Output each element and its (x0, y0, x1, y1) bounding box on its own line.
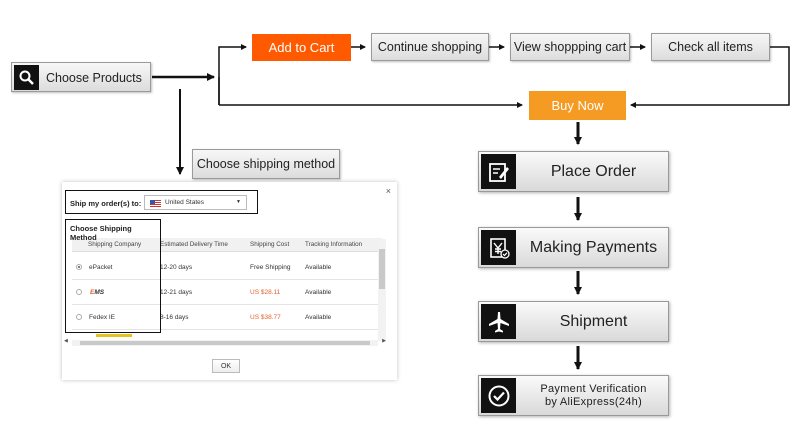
radio-ems[interactable] (76, 289, 82, 295)
arrow-to-buy-now-right (630, 46, 790, 108)
search-icon (14, 65, 39, 90)
table-header: Shipping Company Estimated Delivery Time… (72, 238, 382, 252)
tracking-info: Available (305, 264, 332, 271)
step-shipment-label: Shipment (559, 312, 628, 330)
choose-shipping-box: Choose shipping method (192, 149, 340, 179)
verification-line-2: by AliExpress(24h) (544, 395, 643, 408)
step-making-payments-label: Making Payments (529, 238, 658, 256)
ship-to-label: Ship my order(s) to: (70, 199, 142, 208)
step-payment-verification-label: Payment Verification by AliExpress(24h) (519, 376, 668, 415)
ship-to-section: Ship my order(s) to: United States ▼ (65, 190, 258, 214)
shipping-cost: US $38.77 (250, 314, 281, 321)
delivery-time: 8-16 days (160, 314, 189, 321)
radio-fedex[interactable] (76, 314, 82, 320)
ok-button[interactable]: OK (212, 359, 240, 373)
check-circle-icon (481, 378, 516, 413)
scroll-right-icon[interactable]: ▶ (382, 338, 386, 344)
chevron-down-icon: ▼ (236, 199, 241, 205)
country-value: United States (165, 199, 205, 206)
step-place-order-label: Place Order (550, 162, 637, 180)
step-payment-verification: Payment Verification by AliExpress(24h) (478, 375, 669, 416)
col-delivery-time: Estimated Delivery Time (160, 241, 228, 248)
view-cart-box: View shoppping cart (510, 33, 630, 61)
choose-method-label: Choose Shipping Method (70, 224, 132, 242)
check-all-items-box: Check all items (651, 33, 770, 61)
radio-epacket[interactable] (76, 264, 82, 270)
shipping-dialog: × Ship my order(s) to: United States ▼ S… (62, 182, 397, 380)
company-name: ePacket (89, 264, 113, 271)
scroll-left-icon[interactable]: ◀ (64, 338, 68, 344)
delivery-time: 12-20 days (160, 264, 193, 271)
col-tracking: Tracking Information (305, 241, 363, 248)
table-row[interactable]: ePacket 12-20 days Free Shipping Availab… (72, 255, 382, 280)
choose-products-label: Choose Products (46, 71, 142, 85)
partial-row-logo (96, 334, 132, 337)
tracking-info: Available (305, 314, 332, 321)
choose-method-section: Choose Shipping Method (65, 219, 161, 333)
country-select[interactable]: United States ▼ (144, 195, 247, 210)
arrow-to-add-to-cart (218, 44, 247, 105)
verification-line-1: Payment Verification (540, 382, 647, 395)
step-making-payments: Making Payments (478, 227, 669, 268)
continue-shopping-box: Continue shopping (371, 33, 489, 61)
yen-payment-icon (481, 230, 516, 265)
horizontal-scrollbar[interactable]: ◀ ▶ (64, 338, 386, 346)
shipping-cost: US $28.11 (250, 289, 281, 296)
airplane-icon (481, 304, 516, 339)
col-shipping-cost: Shipping Cost (250, 241, 290, 248)
choose-products-box: Choose Products (11, 62, 151, 92)
table-row[interactable]: EMS 12-21 days US $28.11 Available (72, 280, 382, 305)
edit-order-icon (481, 154, 516, 189)
add-to-cart-box: Add to Cart (252, 34, 351, 61)
step-place-order: Place Order (478, 151, 669, 192)
delivery-time: 12-21 days (160, 289, 193, 296)
tracking-info: Available (305, 289, 332, 296)
buy-now-box: Buy Now (529, 91, 626, 120)
ems-logo: EMS (90, 289, 105, 296)
us-flag-icon (150, 200, 161, 207)
company-name: Fedex IE (89, 314, 116, 321)
col-shipping-company: Shipping Company (88, 241, 142, 248)
step-shipment: Shipment (478, 301, 669, 342)
close-icon[interactable]: × (385, 186, 391, 196)
table-row[interactable]: Fedex IE 8-16 days US $38.77 Available (72, 305, 382, 330)
vertical-scrollbar[interactable] (378, 239, 386, 341)
shipping-cost: Free Shipping (250, 264, 291, 271)
